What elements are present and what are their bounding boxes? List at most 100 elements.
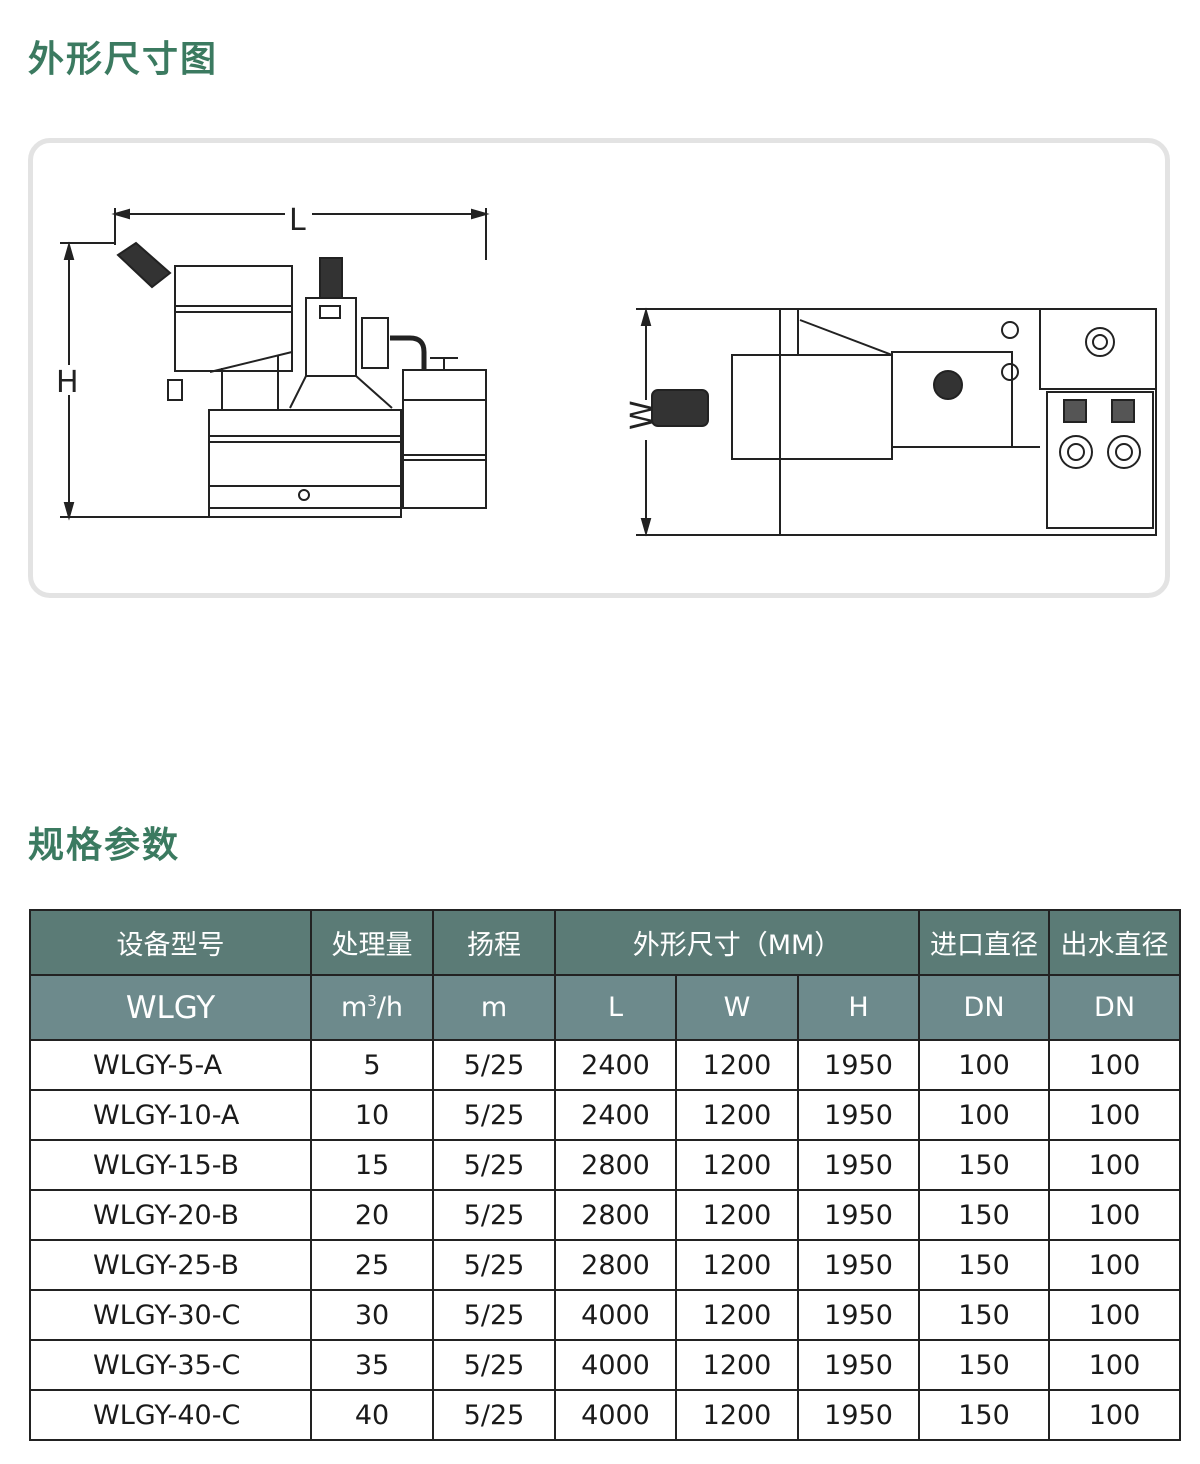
cell-length: 2800 bbox=[554, 1239, 677, 1291]
cell-outlet: 100 bbox=[1048, 1339, 1182, 1391]
cell-width: 1200 bbox=[675, 1389, 799, 1441]
header-dimensions: 外形尺寸（MM） bbox=[553, 909, 921, 976]
unit-base: m bbox=[340, 992, 368, 1023]
cell-capacity: 30 bbox=[310, 1289, 434, 1341]
cell-length: 4000 bbox=[554, 1289, 677, 1341]
specs-title: 规格参数 bbox=[28, 825, 181, 866]
header-inlet: 进口直径 bbox=[918, 909, 1051, 976]
cell-capacity: 15 bbox=[310, 1139, 434, 1191]
cell-model: WLGY-5-A bbox=[29, 1039, 312, 1091]
cell-height: 1950 bbox=[796, 1289, 921, 1341]
cell-inlet: 150 bbox=[918, 1289, 1051, 1341]
cell-model: WLGY-25-B bbox=[29, 1239, 312, 1291]
cell-inlet: 100 bbox=[918, 1039, 1051, 1091]
cell-head: 5/25 bbox=[432, 1039, 556, 1091]
subheader-L: L bbox=[554, 974, 677, 1041]
cell-inlet: 150 bbox=[918, 1339, 1051, 1391]
cell-outlet: 100 bbox=[1048, 1039, 1182, 1091]
cell-model: WLGY-10-A bbox=[29, 1089, 312, 1141]
cell-model: WLGY-35-C bbox=[29, 1339, 312, 1391]
cell-inlet: 150 bbox=[918, 1389, 1051, 1441]
subheader-H: H bbox=[796, 974, 921, 1041]
cell-capacity: 25 bbox=[310, 1239, 434, 1291]
cell-width: 1200 bbox=[675, 1239, 799, 1291]
subheader-model: WLGY bbox=[29, 974, 312, 1041]
cell-inlet: 150 bbox=[918, 1189, 1051, 1241]
cell-model: WLGY-20-B bbox=[29, 1189, 312, 1241]
cell-inlet: 100 bbox=[918, 1089, 1051, 1141]
cell-head: 5/25 bbox=[432, 1089, 556, 1141]
unit-sup: 3 bbox=[367, 992, 377, 1010]
spec-table: 设备型号 处理量 扬程 外形尺寸（MM） 进口直径 出水直径 WLGY m3/h… bbox=[29, 909, 1182, 1441]
cell-model: WLGY-30-C bbox=[29, 1289, 312, 1341]
cell-head: 5/25 bbox=[432, 1189, 556, 1241]
dimension-drawing-panel bbox=[28, 138, 1170, 598]
cell-length: 2400 bbox=[554, 1039, 677, 1091]
cell-head: 5/25 bbox=[432, 1139, 556, 1191]
cell-head: 5/25 bbox=[432, 1339, 556, 1391]
cell-width: 1200 bbox=[675, 1339, 799, 1391]
cell-model: WLGY-15-B bbox=[29, 1139, 312, 1191]
front-view-drawing: L H bbox=[56, 203, 490, 521]
cell-head: 5/25 bbox=[432, 1289, 556, 1341]
cell-capacity: 10 bbox=[310, 1089, 434, 1141]
table-subheader-row: WLGY m3/h m L W H DN DN bbox=[29, 974, 1182, 1041]
cell-model: WLGY-40-C bbox=[29, 1389, 312, 1441]
header-head: 扬程 bbox=[432, 909, 556, 976]
label-H: H bbox=[56, 365, 79, 400]
header-outlet: 出水直径 bbox=[1048, 909, 1182, 976]
subheader-head-unit: m bbox=[432, 974, 556, 1041]
cell-height: 1950 bbox=[796, 1339, 921, 1391]
cell-height: 1950 bbox=[796, 1239, 921, 1291]
cell-length: 4000 bbox=[554, 1389, 677, 1441]
label-L: L bbox=[289, 203, 306, 238]
table-header-row: 设备型号 处理量 扬程 外形尺寸（MM） 进口直径 出水直径 bbox=[29, 909, 1182, 976]
subheader-outlet: DN bbox=[1048, 974, 1182, 1041]
header-model: 设备型号 bbox=[29, 909, 312, 976]
cell-height: 1950 bbox=[796, 1039, 921, 1091]
cell-width: 1200 bbox=[675, 1139, 799, 1191]
top-view-drawing: W bbox=[625, 307, 1157, 537]
unit-suffix: /h bbox=[376, 992, 404, 1023]
dimension-drawing-title: 外形尺寸图 bbox=[28, 39, 219, 80]
cell-inlet: 150 bbox=[918, 1239, 1051, 1291]
dimension-drawings: L H W bbox=[56, 203, 1157, 537]
cell-width: 1200 bbox=[675, 1189, 799, 1241]
cell-width: 1200 bbox=[675, 1089, 799, 1141]
header-capacity: 处理量 bbox=[310, 909, 434, 976]
cell-capacity: 20 bbox=[310, 1189, 434, 1241]
cell-outlet: 100 bbox=[1048, 1089, 1182, 1141]
cell-outlet: 100 bbox=[1048, 1389, 1182, 1441]
cell-capacity: 5 bbox=[310, 1039, 434, 1091]
cell-outlet: 100 bbox=[1048, 1239, 1182, 1291]
cell-head: 5/25 bbox=[432, 1239, 556, 1291]
cell-length: 2800 bbox=[554, 1189, 677, 1241]
subheader-W: W bbox=[675, 974, 799, 1041]
cell-capacity: 35 bbox=[310, 1339, 434, 1391]
cell-width: 1200 bbox=[675, 1289, 799, 1341]
cell-width: 1200 bbox=[675, 1039, 799, 1091]
cell-height: 1950 bbox=[796, 1189, 921, 1241]
label-W: W bbox=[625, 400, 660, 430]
cell-length: 2800 bbox=[554, 1139, 677, 1191]
cell-capacity: 40 bbox=[310, 1389, 434, 1441]
cell-head: 5/25 bbox=[432, 1389, 556, 1441]
cell-length: 2400 bbox=[554, 1089, 677, 1141]
cell-outlet: 100 bbox=[1048, 1289, 1182, 1341]
subheader-capacity-unit: m3/h bbox=[310, 974, 434, 1041]
cell-height: 1950 bbox=[796, 1389, 921, 1441]
subheader-inlet: DN bbox=[918, 974, 1051, 1041]
cell-inlet: 150 bbox=[918, 1139, 1051, 1191]
cell-length: 4000 bbox=[554, 1339, 677, 1391]
cell-outlet: 100 bbox=[1048, 1139, 1182, 1191]
cell-outlet: 100 bbox=[1048, 1189, 1182, 1241]
cell-height: 1950 bbox=[796, 1089, 921, 1141]
